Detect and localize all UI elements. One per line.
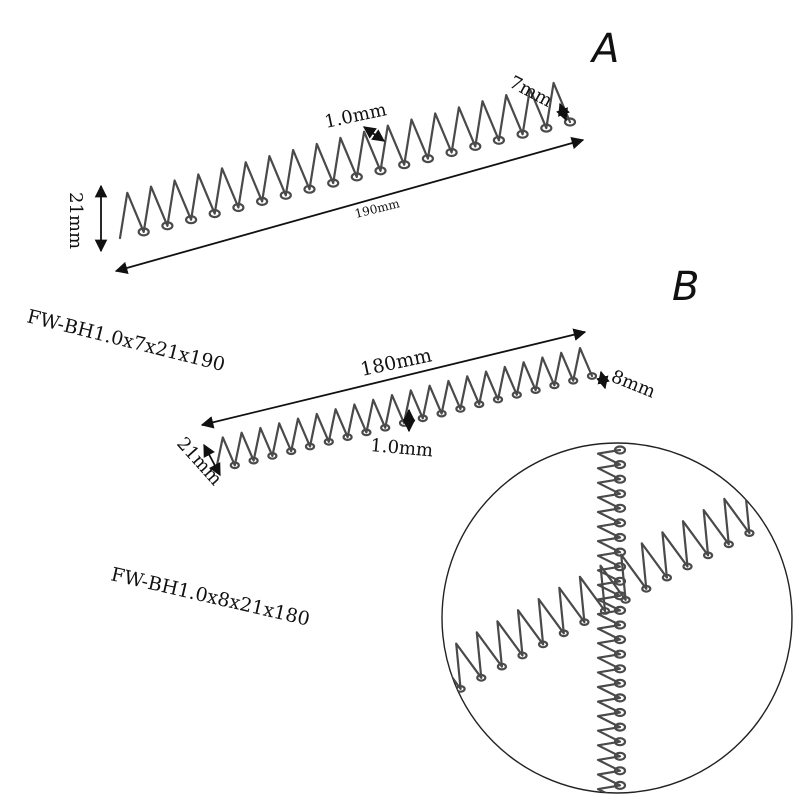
coil-wire: [442, 486, 772, 702]
coil-loop: [764, 518, 776, 526]
spring-a-length-arrow: [114, 136, 585, 275]
spring-a-model: FW-BH1.0x7x21x190: [25, 306, 227, 377]
spring-a-wire-arrow: [362, 126, 386, 142]
spring-a-length-label: 190mm: [353, 196, 401, 221]
coil-wire: [596, 448, 622, 793]
detail-spring-vertical: [596, 445, 627, 793]
spring-b-width-label: 8mm: [608, 366, 658, 403]
spring-b-height-arrow: [203, 443, 221, 477]
spring-b-wire-label: 1.0mm: [370, 435, 434, 461]
spring-b-width-arrow: [596, 370, 610, 390]
coil-wire: [118, 81, 572, 240]
coil-loop: [586, 372, 598, 380]
spring-b-letter: B: [672, 264, 699, 310]
spring-a-letter: A: [589, 26, 619, 72]
spring-a: A 190mm 21mm 1.0mm 7mm FW-BH1.0x7x21x190: [25, 26, 620, 376]
spring-b-length-label: 180mm: [358, 344, 433, 381]
detail-circle: [441, 442, 793, 794]
spring-a-width-arrow: [556, 102, 570, 122]
spring-b-model: FW-BH1.0x8x21x180: [109, 563, 312, 630]
spring-a-wire-label: 1.0mm: [323, 99, 389, 133]
spring-a-height-label: 21mm: [65, 192, 86, 249]
detail-inset: [441, 442, 793, 794]
spring-a-width-label: 7mm: [506, 72, 556, 112]
coil-loop: [563, 117, 577, 127]
spring-b-length-arrow: [200, 328, 587, 429]
